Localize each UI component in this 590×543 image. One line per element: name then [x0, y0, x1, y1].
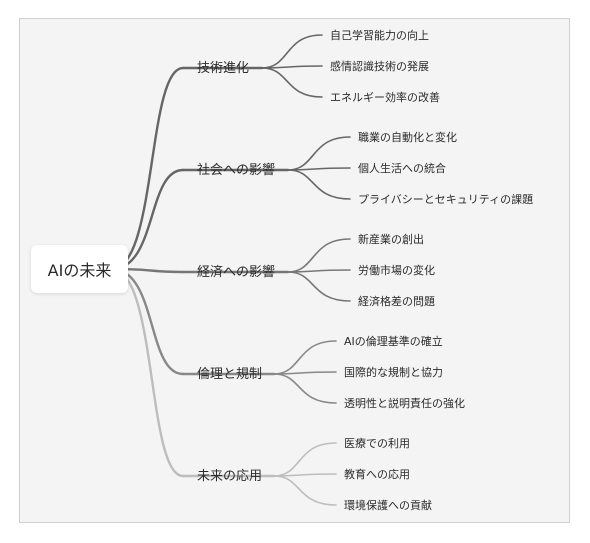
leaf-node[interactable]: 自己学習能力の向上 — [330, 29, 429, 42]
leaf-connector — [273, 373, 337, 404]
leaf-node[interactable]: 環境保護への貢献 — [344, 499, 432, 512]
leaf-node[interactable]: 透明性と説明責任の強化 — [344, 397, 465, 410]
leaf-node[interactable]: 労働市場の変化 — [358, 264, 435, 277]
root-node[interactable]: AIの未来 — [31, 245, 128, 293]
branch-social-impact[interactable]: 社会への影響 — [197, 163, 276, 178]
branch-future-applications[interactable]: 未来の応用 — [197, 469, 263, 484]
leaf-connector — [287, 136, 351, 171]
leaf-node[interactable]: 職業の自動化と変化 — [358, 131, 457, 144]
leaf-connector — [287, 238, 351, 273]
branch-connector — [110, 267, 185, 478]
branch-tech-evolution[interactable]: 技術進化 — [197, 61, 250, 76]
leaf-node[interactable]: AIの倫理基準の確立 — [344, 335, 443, 348]
leaf-node[interactable]: 新産業の創出 — [358, 233, 424, 246]
leaf-node[interactable]: 国際的な規制と協力 — [344, 366, 443, 379]
leaf-connector — [273, 475, 337, 506]
leaf-connector — [261, 67, 323, 98]
leaf-node[interactable]: プライバシーとセキュリティの課題 — [358, 193, 534, 206]
leaf-node[interactable]: エネルギー効率の改善 — [330, 91, 440, 104]
leaf-node[interactable]: 感情認識技術の発展 — [330, 60, 429, 73]
leaf-node[interactable]: 医療での利用 — [344, 437, 410, 450]
leaf-node[interactable]: 個人生活への統合 — [358, 162, 446, 175]
leaf-connector — [287, 169, 351, 200]
leaf-connector — [273, 340, 337, 375]
leaf-node[interactable]: 教育への応用 — [344, 468, 410, 481]
branch-connector — [110, 66, 185, 271]
leaf-connector — [261, 34, 323, 69]
root-label: AIの未来 — [47, 261, 112, 280]
branch-economic-impact[interactable]: 経済への影響 — [197, 265, 276, 280]
branch-ethics-regulation[interactable]: 倫理と規制 — [197, 367, 263, 382]
leaf-connector — [287, 271, 351, 302]
leaf-node[interactable]: 経済格差の問題 — [358, 295, 435, 308]
leaf-connector — [273, 442, 337, 477]
